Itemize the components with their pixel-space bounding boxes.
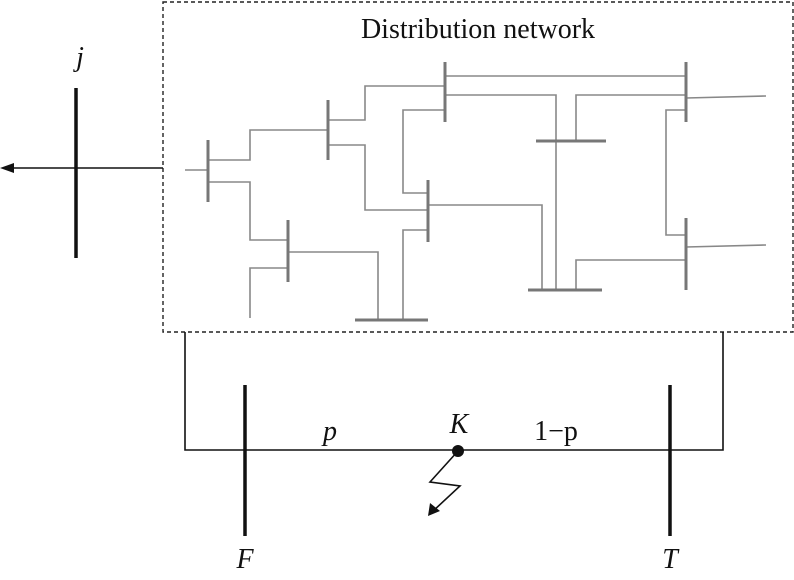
- network-line: [665, 109, 686, 236]
- network-line: [328, 85, 445, 121]
- arrow-left-icon: [0, 163, 14, 173]
- fault-arrow-head-icon: [428, 503, 440, 516]
- segment-p-label: p: [321, 416, 337, 447]
- segment-1-minus-p-label: 1−p: [534, 416, 578, 447]
- network-line: [685, 95, 767, 99]
- network-line: [685, 244, 767, 248]
- network-line: [575, 259, 686, 290]
- fault-lightning-icon: [428, 450, 462, 513]
- distribution-network-title: Distribution network: [361, 14, 595, 45]
- network-graph: [185, 75, 767, 320]
- network-buses: [206, 62, 688, 322]
- network-line: [249, 267, 288, 318]
- bus-j-label: j: [73, 42, 84, 73]
- fault-label: K: [449, 409, 470, 440]
- network-line: [208, 181, 288, 241]
- network-line: [288, 251, 379, 320]
- bus-f-label: F: [235, 544, 254, 575]
- network-line: [328, 144, 428, 211]
- network-line: [402, 109, 445, 194]
- network-line: [575, 94, 686, 140]
- network-line: [428, 204, 543, 290]
- distribution-network-box: [162, 1, 794, 333]
- network-line: [208, 129, 328, 161]
- network-line: [445, 94, 557, 290]
- network-line: [402, 229, 428, 320]
- bus-t-label: T: [662, 544, 680, 575]
